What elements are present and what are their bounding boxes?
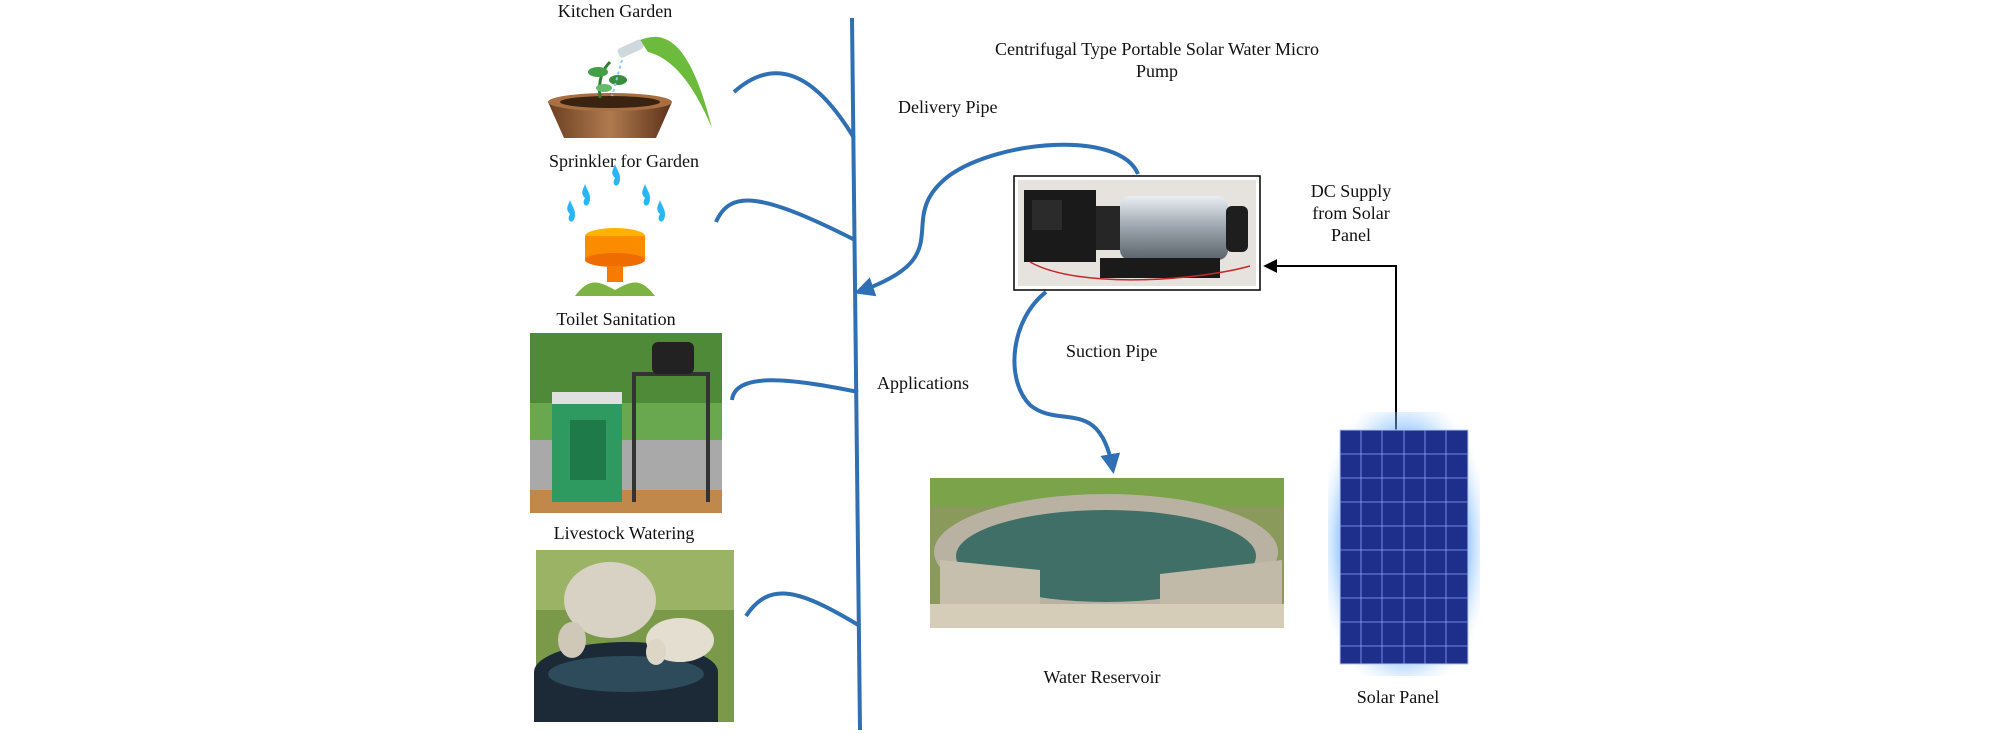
livestock-label: Livestock Watering bbox=[553, 523, 695, 543]
reservoir-image bbox=[930, 478, 1284, 628]
applications-label: Applications bbox=[877, 373, 969, 393]
sprinkler-image bbox=[567, 164, 665, 296]
dc-supply-line bbox=[1263, 259, 1397, 482]
dc-supply-label: DC Supply from Solar Panel bbox=[1310, 181, 1392, 245]
solar-panel-label: Solar Panel bbox=[1356, 687, 1440, 707]
suction-pipe-label: Suction Pipe bbox=[1066, 341, 1158, 361]
delivery-pipe bbox=[854, 142, 1140, 297]
branch-pipe-toilet bbox=[730, 378, 859, 401]
branch-pipe-kitchen bbox=[732, 71, 856, 140]
kitchen-garden-image bbox=[548, 36, 712, 138]
delivery-pipe-label: Delivery Pipe bbox=[898, 97, 998, 117]
suction-pipe bbox=[1012, 290, 1121, 474]
sprinkler-label: Sprinkler for Garden bbox=[549, 151, 699, 171]
diagram-title: Centrifugal Type Portable Solar Water Mi… bbox=[994, 39, 1320, 81]
toilet-label: Toilet Sanitation bbox=[556, 309, 676, 329]
livestock-image bbox=[534, 550, 734, 722]
toilet-image bbox=[530, 333, 722, 513]
branch-pipe-sprinkler bbox=[714, 198, 856, 242]
branch-pipe-livestock bbox=[744, 591, 862, 628]
solar-panel-image bbox=[1328, 412, 1480, 676]
water-reservoir-label: Water Reservoir bbox=[1043, 667, 1161, 687]
kitchen-garden-label: Kitchen Garden bbox=[557, 1, 673, 21]
pump-image bbox=[1013, 175, 1261, 291]
